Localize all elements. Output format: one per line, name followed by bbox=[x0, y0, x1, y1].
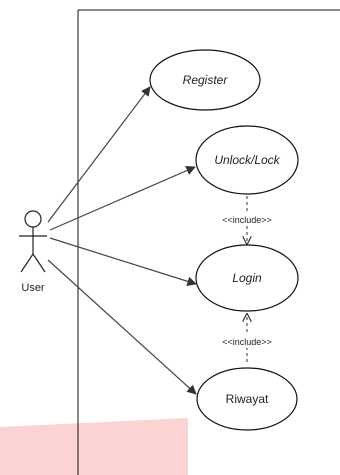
use-case-login-label: Login bbox=[232, 271, 262, 285]
use-case-unlock-lock-ellipse bbox=[195, 125, 299, 195]
include-label-top: <<include>> bbox=[222, 215, 272, 225]
use-case-unlock-lock[interactable]: Unlock/Lock bbox=[195, 125, 299, 195]
use-case-login-ellipse bbox=[195, 244, 299, 312]
actor-left-leg bbox=[20, 253, 34, 273]
use-case-register-label: Register bbox=[183, 73, 229, 87]
use-case-login[interactable]: Login bbox=[195, 244, 299, 312]
include-label-bg-bottom bbox=[213, 335, 281, 348]
include-label-bg-top bbox=[213, 213, 281, 226]
assoc-user-riwayat bbox=[47, 259, 197, 395]
actor-head bbox=[24, 210, 42, 228]
actor-label: User bbox=[21, 282, 45, 294]
use-case-riwayat[interactable]: Riwayat bbox=[196, 367, 298, 431]
assoc-user-login bbox=[49, 237, 197, 286]
system-boundary bbox=[77, 9, 340, 475]
associations bbox=[47, 86, 197, 395]
use-case-unlock-lock-label: Unlock/Lock bbox=[214, 153, 280, 167]
include-relations: <<include>> <<include>> bbox=[213, 196, 281, 362]
assoc-user-unlock-lock bbox=[49, 166, 196, 231]
use-case-register-ellipse bbox=[149, 49, 261, 111]
use-case-riwayat-ellipse bbox=[196, 367, 298, 431]
actor-right-leg bbox=[32, 253, 46, 273]
highlight-band bbox=[0, 418, 188, 475]
include-label-bottom: <<include>> bbox=[222, 337, 272, 347]
actor-user[interactable]: User bbox=[19, 210, 47, 294]
use-case-riwayat-label: Riwayat bbox=[226, 392, 269, 406]
assoc-user-register bbox=[47, 86, 151, 223]
use-case-register[interactable]: Register bbox=[149, 49, 261, 111]
